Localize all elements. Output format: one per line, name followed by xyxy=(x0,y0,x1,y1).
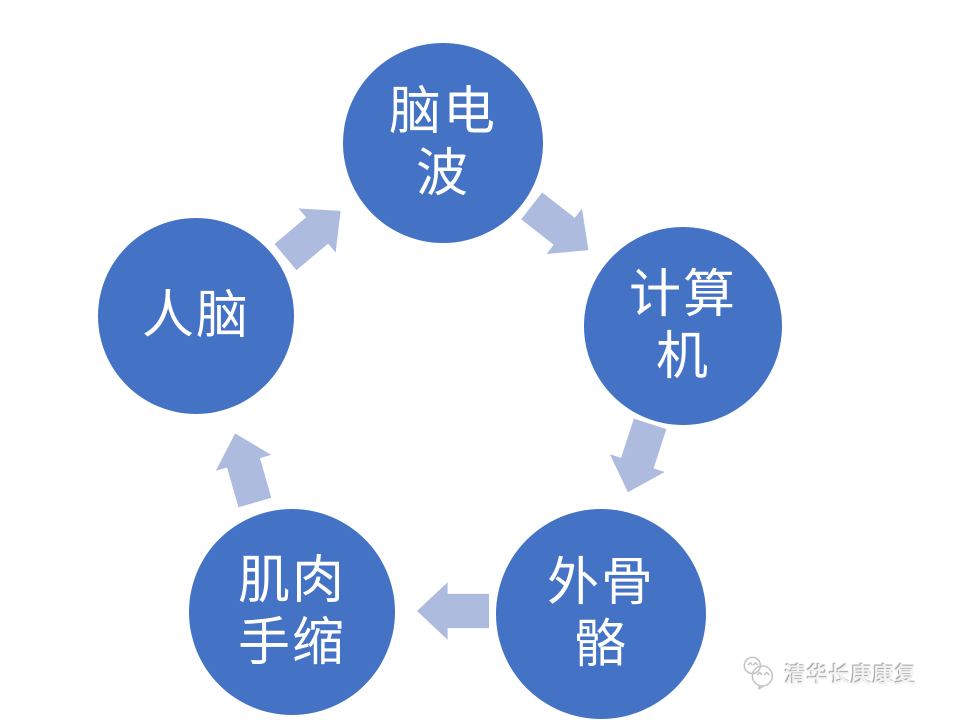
node-label-line: 机 xyxy=(655,327,710,387)
node-muscle-contraction: 肌肉 手缩 xyxy=(189,509,395,715)
node-exoskeleton: 外骨 骼 xyxy=(496,509,706,719)
node-label-line: 骼 xyxy=(573,615,628,675)
node-label-line: 波 xyxy=(415,144,470,204)
arrow-computer-to-exoskeleton-icon xyxy=(598,414,679,502)
watermark-text: 清华长庚康复 xyxy=(785,663,917,687)
node-label-line: 人脑 xyxy=(141,286,250,346)
node-label-line: 脑电 xyxy=(388,82,497,142)
arrow-waves-to-computer-icon xyxy=(513,181,608,274)
node-label-line: 外骨 xyxy=(546,553,655,613)
node-computer: 计算 机 xyxy=(584,227,782,425)
node-label-line: 手缩 xyxy=(237,613,346,673)
watermark: 清华长庚康复 xyxy=(740,656,917,692)
wechat-icon xyxy=(740,656,778,692)
arrow-brain-to-waves-icon xyxy=(265,187,360,281)
node-human-brain: 人脑 xyxy=(98,218,294,414)
node-label-line: 计算 xyxy=(628,265,737,325)
node-label-line: 肌肉 xyxy=(237,551,346,611)
node-brain-waves: 脑电 波 xyxy=(343,43,543,243)
arrow-muscle-to-brain-icon xyxy=(205,425,284,511)
arrow-exoskeleton-to-muscle-icon xyxy=(417,580,489,642)
